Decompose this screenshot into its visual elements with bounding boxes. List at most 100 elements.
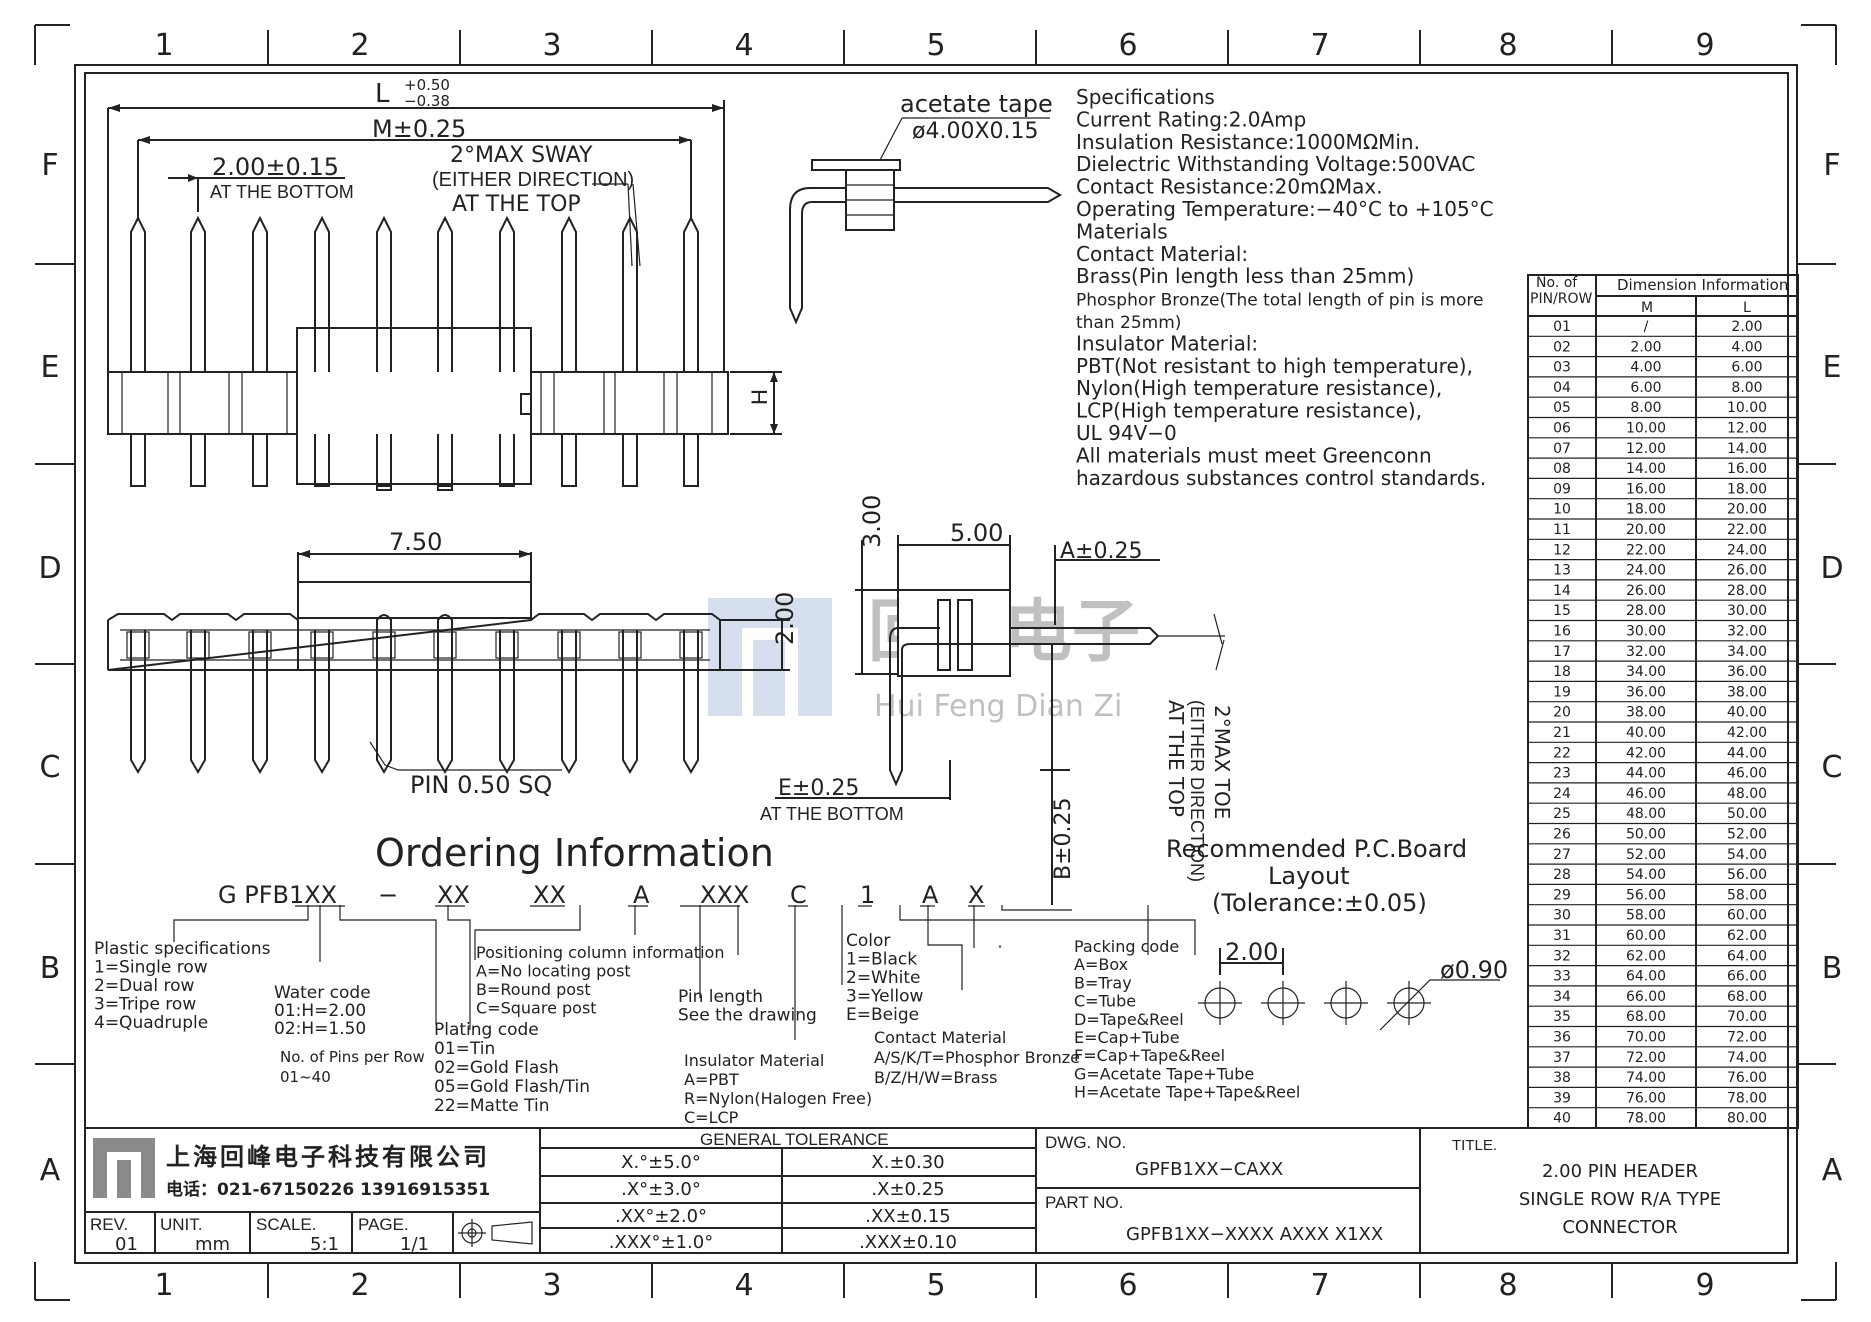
pcb-hole-center [1387, 981, 1431, 1025]
front-pin [376, 630, 392, 774]
insulator-material-line: A=PBT [684, 1070, 739, 1089]
spec-line: Materials [1076, 219, 1168, 243]
table-cell-pins: 01 [1553, 319, 1571, 335]
packing-code-line: B=Tray [1074, 973, 1132, 992]
pcb-hole-center [1261, 981, 1305, 1025]
dim-m: M±0.25 [372, 115, 466, 143]
grid-col-7-bottom: 7 [1310, 1268, 1329, 1303]
unit-label: UNIT. [160, 1215, 203, 1234]
grid-row-B: B [40, 951, 61, 986]
grid-col-2-bottom: 2 [350, 1268, 369, 1303]
table-cell-pins: 13 [1553, 563, 1571, 579]
front-slot [376, 614, 392, 670]
order-code-part: XX [437, 881, 470, 909]
front-pin-window [557, 631, 581, 659]
table-cell-l: 12.00 [1727, 421, 1767, 437]
front-view-pins [126, 614, 703, 774]
table-cell-m: 10.00 [1626, 421, 1666, 437]
spec-line: Operating Temperature:−40°C to +105°C [1076, 197, 1494, 221]
company-logo [93, 1138, 155, 1198]
table-cell-l: 66.00 [1727, 969, 1767, 985]
plastic-spec-line: 3=Tripe row [94, 995, 196, 1015]
dim-l-plus: +0.50 [404, 76, 450, 94]
table-cell-l: 34.00 [1727, 644, 1767, 660]
front-pin-window [186, 631, 210, 659]
table-cell-l: 22.00 [1727, 522, 1767, 538]
packing-code-line: C=Tube [1074, 992, 1136, 1011]
front-pin-window [372, 631, 396, 659]
color-code-line: 3=Yellow [846, 987, 923, 1007]
table-cell-l: 20.00 [1727, 502, 1767, 518]
grid-row-A-right: A [1822, 1153, 1843, 1188]
table-cell-pins: 28 [1553, 867, 1571, 883]
table-cell-pins: 39 [1553, 1090, 1571, 1106]
table-cell-l: 64.00 [1727, 948, 1767, 964]
spec-line: hazardous substances control standards. [1076, 466, 1486, 490]
contact-material-line: B/Z/H/W=Brass [874, 1068, 997, 1087]
front-view: 7.50 2.00 PIN 0.50 SQ [107, 528, 799, 799]
table-cell-l: 28.00 [1727, 583, 1767, 599]
table-cell-l: 18.00 [1727, 481, 1767, 497]
packing-code-line: F=Cap+Tape&Reel [1074, 1046, 1225, 1065]
front-pin [252, 630, 268, 774]
grid-col-5: 5 [926, 28, 945, 63]
grid-row-D: D [38, 551, 61, 586]
insulator-material-line: C=LCP [684, 1108, 739, 1127]
table-cell-pins: 36 [1553, 1030, 1571, 1046]
grid-col-1: 1 [154, 28, 173, 63]
plating-code-line: 22=Matte Tin [434, 1096, 550, 1116]
table-cell-l: 30.00 [1727, 603, 1767, 619]
plating-code-line: Plating code [434, 1020, 539, 1040]
top-pin [622, 215, 638, 372]
title-line-3: CONNECTOR [1562, 1217, 1677, 1238]
title-label: TITLE. [1452, 1137, 1497, 1154]
grid-col-7: 7 [1310, 28, 1329, 63]
spec-line: Insulation Resistance:1000MΩMin. [1076, 130, 1420, 154]
spec-line: Contact Resistance:20mΩMax. [1076, 175, 1383, 199]
grid-row-D-right: D [1820, 551, 1843, 586]
dim-7-50: 7.50 [389, 528, 442, 556]
top-view-pins [130, 215, 699, 491]
table-cell-pins: 31 [1553, 928, 1571, 944]
order-code-part: A [922, 881, 939, 909]
table-cell-m: 66.00 [1626, 989, 1666, 1005]
projection-symbol [458, 1219, 533, 1247]
table-cell-l: 80.00 [1727, 1111, 1767, 1127]
color-code-line: 2=White [846, 968, 921, 988]
table-cell-m: 48.00 [1626, 806, 1666, 822]
table-cell-m: 70.00 [1626, 1030, 1666, 1046]
table-cell-pins: 20 [1553, 705, 1571, 721]
front-pin-window [495, 631, 519, 659]
spec-line: All materials must meet Greenconn [1076, 443, 1432, 467]
part-no-label: PART NO. [1045, 1193, 1123, 1212]
contact-material-line: A/S/K/T=Phosphor Bronze [874, 1048, 1080, 1067]
front-pin-window [248, 631, 272, 659]
page-label: PAGE. [358, 1215, 409, 1234]
part-no-value: GPFB1XX−XXXX AXXX X1XX [1126, 1224, 1383, 1245]
grid-row-F-right: F [1823, 148, 1840, 183]
table-cell-l: 62.00 [1727, 928, 1767, 944]
tolerance-linear: .XXX±0.10 [859, 1232, 957, 1253]
grid-col-4-bottom: 4 [734, 1268, 753, 1303]
table-cell-l: 26.00 [1727, 563, 1767, 579]
table-cell-m: 8.00 [1630, 400, 1661, 416]
spec-line: LCP(High temperature resistance), [1076, 399, 1422, 423]
spec-line: Current Rating:2.0Amp [1076, 107, 1306, 131]
table-cell-m: / [1644, 319, 1649, 335]
plastic-spec-line: 4=Quadruple [94, 1013, 208, 1033]
table-cell-l: 70.00 [1727, 1009, 1767, 1025]
grid-col-5-bottom: 5 [926, 1268, 945, 1303]
spec-line: Brass(Pin length less than 25mm) [1076, 264, 1414, 288]
table-cell-l: 46.00 [1727, 766, 1767, 782]
table-cell-l: 68.00 [1727, 989, 1767, 1005]
plating-code-line: 02=Gold Flash [434, 1058, 559, 1078]
pin-length-line: Pin length [678, 987, 763, 1007]
dim-2-00: 2.00 [771, 592, 799, 645]
table-cell-m: 64.00 [1626, 969, 1666, 985]
color-code-line: 1=Black [846, 950, 917, 970]
table-cell-pins: 19 [1553, 684, 1571, 700]
pin-count-line: 01~40 [280, 1068, 331, 1086]
table-head-group: Dimension Information [1617, 276, 1788, 294]
